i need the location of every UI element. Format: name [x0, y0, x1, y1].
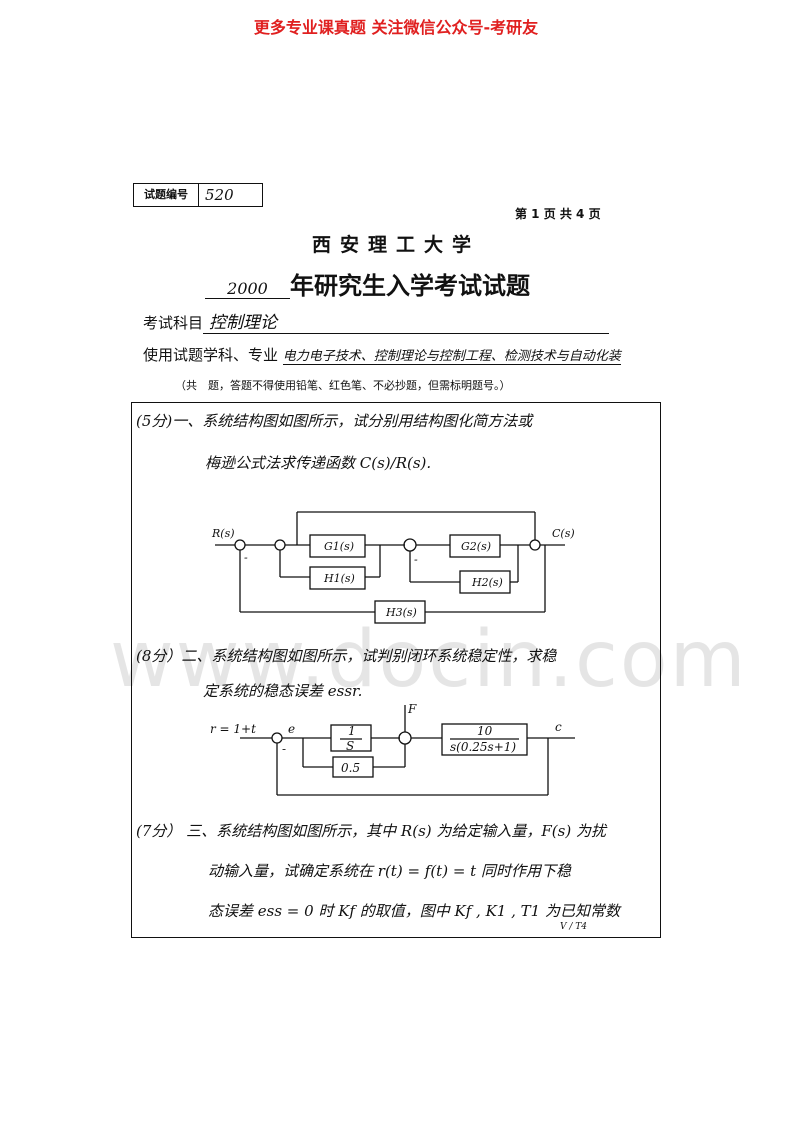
major-row: 使用试题学科、专业 电力电子技术、控制理论与控制工程、检测技术与自动化装 — [143, 344, 621, 365]
q2-input-label: r = 1+t — [210, 722, 256, 736]
q2-plant-den: s(0.25s+1) — [450, 740, 516, 754]
exam-code-label: 试题编号 — [134, 184, 199, 206]
q2-int-num: 1 — [348, 724, 356, 738]
watermark: www.docin.com — [110, 615, 748, 705]
q1-g2-block — [449, 534, 501, 558]
exam-title-text: 年研究生入学考试试题 — [290, 272, 530, 300]
q1-line2: 梅逊公式法求传递函数 C(s)/R(s). — [205, 454, 432, 472]
university-name: 西安理工大学 — [311, 234, 480, 256]
q1-sum4 — [529, 539, 541, 551]
subject-label: 考试科目 — [143, 314, 204, 332]
q1-h2-label: H2(s) — [471, 576, 503, 589]
q2-line1: (8分）二、系统结构图如图所示，试判别闭环系统稳定性，求稳 — [136, 647, 557, 665]
q1-g1-label: G1(s) — [324, 540, 354, 553]
major-label: 使用试题学科、专业 — [143, 346, 279, 364]
q2-int-den: S — [346, 739, 354, 753]
subject-value: 控制理论 — [203, 308, 610, 334]
q1-g1-block — [309, 534, 366, 558]
q1-h1-label: H1(s) — [323, 572, 355, 585]
q2-sum2 — [398, 731, 412, 745]
questions-box — [131, 402, 661, 938]
major-value: 电力电子技术、控制理论与控制工程、检测技术与自动化装 — [282, 349, 621, 365]
q1-output-label: C(s) — [552, 527, 575, 540]
subject-row: 考试科目控制理论 — [143, 308, 610, 334]
q1-sum1 — [234, 539, 246, 551]
q1-sum3 — [403, 538, 417, 552]
exam-code-box: 试题编号 520 — [133, 183, 263, 207]
q1-h3-label: H3(s) — [385, 606, 417, 619]
q2-plant-block — [441, 723, 528, 756]
q2-gain-label: 0.5 — [341, 761, 360, 775]
q2-plant-num: 10 — [477, 724, 493, 738]
q3-subscript-note: V / T4 — [560, 922, 587, 932]
instructions-note: （共 题，答题不得使用铅笔、红色笔、不必抄题，但需标明题号。） — [175, 379, 511, 392]
q1-g2-label: G2(s) — [461, 540, 491, 553]
q2-minus: - — [282, 742, 286, 756]
q3-line3: 态误差 ess = 0 时 Kf 的取值，图中 Kf , K1 , T1 为已知… — [208, 902, 620, 920]
q1-line1: (5分)一、系统结构图如图所示，试分别用结构图化简方法或 — [136, 412, 533, 430]
q1-input-label: R(s) — [211, 527, 235, 540]
q2-sum1 — [271, 732, 283, 744]
q2-output-label: c — [555, 720, 562, 734]
q2-error-label: e — [288, 722, 295, 736]
q1-h1-block — [309, 566, 366, 590]
q3-line2: 动输入量，试确定系统在 r(t) = f(t) = t 同时作用下稳 — [208, 862, 571, 880]
q1-minus2: - — [414, 553, 418, 566]
q1-diagram: R(s) C(s) G1(s) G2(s) H1(s) H2(s) H3(s) … — [211, 511, 575, 624]
q2-diagram: r = 1+t e F c 1 S 0.5 10 s(0.25s+1) - — [210, 702, 575, 796]
q2-line2: 定系统的稳态误差 essr. — [203, 682, 363, 700]
q1-minus1: - — [244, 551, 248, 564]
promo-banner: 更多专业课真题 关注微信公众号-考研友 — [253, 18, 539, 37]
exam-year: 2000 — [205, 279, 290, 299]
q1-sum2 — [274, 539, 286, 551]
exam-code-value: 520 — [205, 186, 234, 204]
q3-line1: (7分） 三、系统结构图如图所示，其中 R(s) 为给定输入量，F(s) 为扰 — [136, 822, 606, 840]
page-number: 第 1 页 共 4 页 — [515, 207, 601, 221]
q2-disturbance-label: F — [407, 702, 417, 716]
